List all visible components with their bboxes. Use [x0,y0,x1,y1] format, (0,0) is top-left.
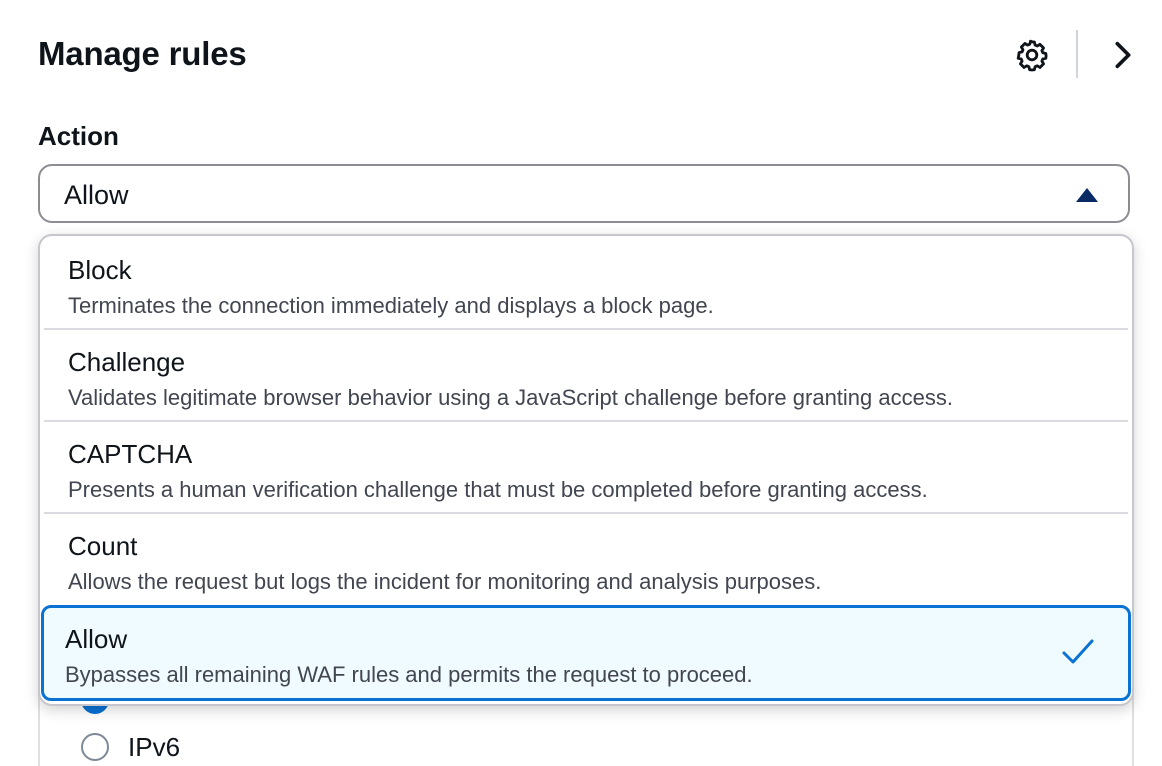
option-divider [44,420,1128,422]
option-description: Allows the request but logs the incident… [68,569,822,594]
option-description: Bypasses all remaining WAF rules and per… [65,662,753,687]
option-description: Terminates the connection immediately an… [68,293,714,318]
option-divider [44,328,1128,330]
gear-icon[interactable] [1014,37,1050,73]
option-label: Allow [65,624,128,654]
option-challenge[interactable]: Challenge Validates legitimate browser b… [44,328,1128,420]
option-description: Validates legitimate browser behavior us… [68,385,953,410]
option-label: Challenge [68,347,186,377]
panel-title: Manage rules [38,35,247,72]
action-select[interactable]: Allow [38,164,1130,223]
option-allow[interactable]: Allow Bypasses all remaining WAF rules a… [41,605,1131,701]
ip-version-panel [38,690,1134,766]
ipv6-radio[interactable] [81,733,109,761]
option-captcha[interactable]: CAPTCHA Presents a human verification ch… [44,420,1128,512]
option-block[interactable]: Block Terminates the connection immediat… [44,236,1128,328]
caret-up-icon [1076,188,1098,202]
action-select-value: Allow [64,180,129,210]
check-icon [1062,639,1094,664]
option-count[interactable]: Count Allows the request but logs the in… [44,512,1128,604]
header-divider [1076,30,1078,78]
option-label: Count [68,531,138,561]
chevron-right-icon[interactable] [1108,38,1138,72]
option-label: Block [68,255,132,285]
option-divider [44,512,1128,514]
action-label: Action [38,121,119,151]
option-label: CAPTCHA [68,439,193,469]
ipv6-label: IPv6 [128,732,181,762]
action-dropdown-list: Block Terminates the connection immediat… [38,234,1134,706]
option-description: Presents a human verification challenge … [68,477,928,502]
